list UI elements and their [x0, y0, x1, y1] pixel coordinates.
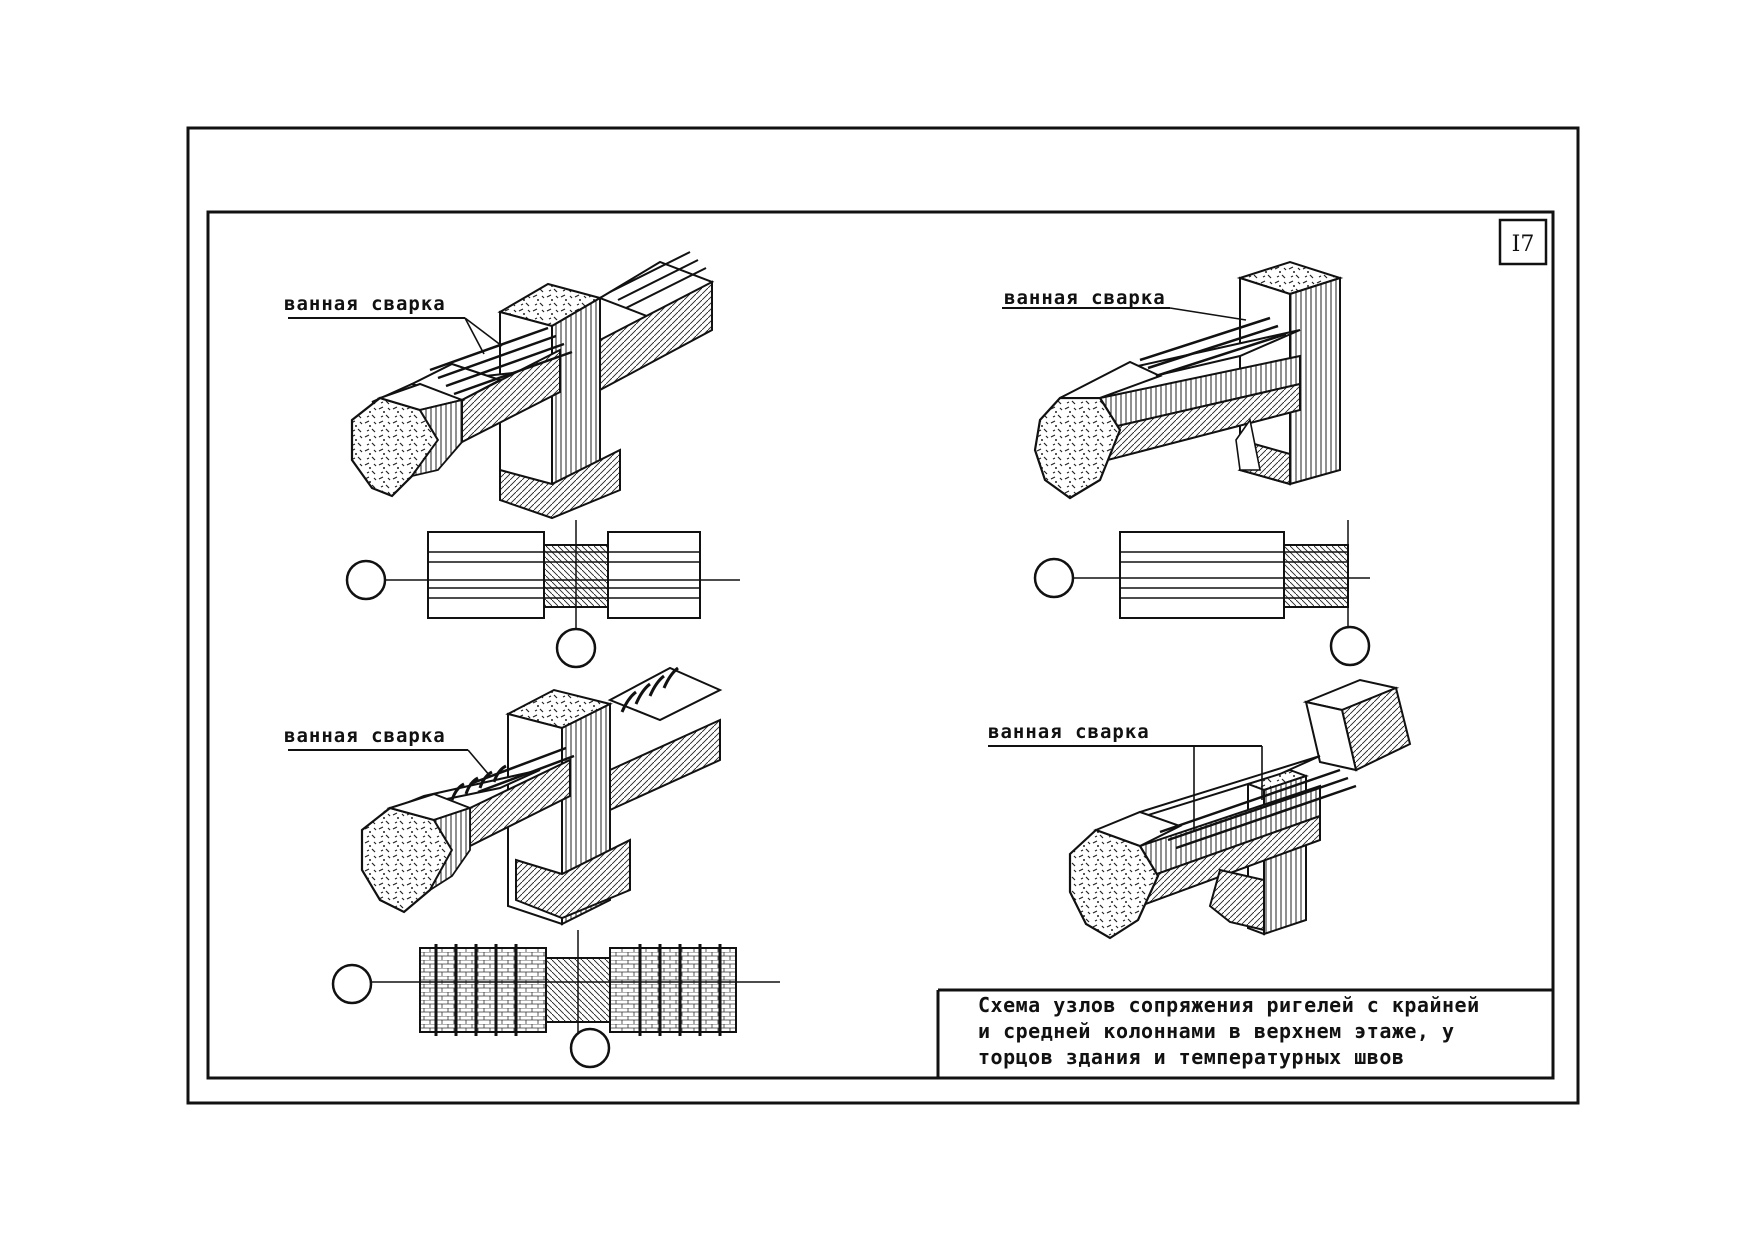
outer-frame — [186, 126, 1580, 1105]
node-view-1: ванная сварка — [284, 251, 715, 520]
plan-view-2 — [1033, 520, 1371, 667]
welding-label-2: ванная сварка — [1004, 287, 1166, 309]
title-line-3: торцов здания и температурных швов — [978, 1045, 1404, 1069]
welding-label-3: ванная сварка — [284, 725, 446, 747]
plan-view-1 — [345, 520, 740, 669]
inner-frame — [206, 210, 1555, 1080]
title-block: Схема узлов сопряжения ригелей с крайней… — [936, 988, 1553, 1078]
title-line-1: Схема узлов сопряжения ригелей с крайней — [978, 993, 1480, 1017]
node-view-2: ванная сварка — [1002, 260, 1344, 500]
welding-label-1: ванная сварка — [284, 293, 446, 315]
node-view-4: ванная сварка — [988, 678, 1412, 940]
welding-label-4: ванная сварка — [988, 721, 1150, 743]
plan-view-3 — [331, 930, 780, 1069]
title-line-2: и средней колоннами в верхнем этаже, у — [978, 1019, 1455, 1043]
sheet-number-box: I7 — [1498, 218, 1548, 266]
sheet-number: I7 — [1512, 232, 1535, 257]
node-view-3: ванная сварка — [284, 666, 723, 926]
